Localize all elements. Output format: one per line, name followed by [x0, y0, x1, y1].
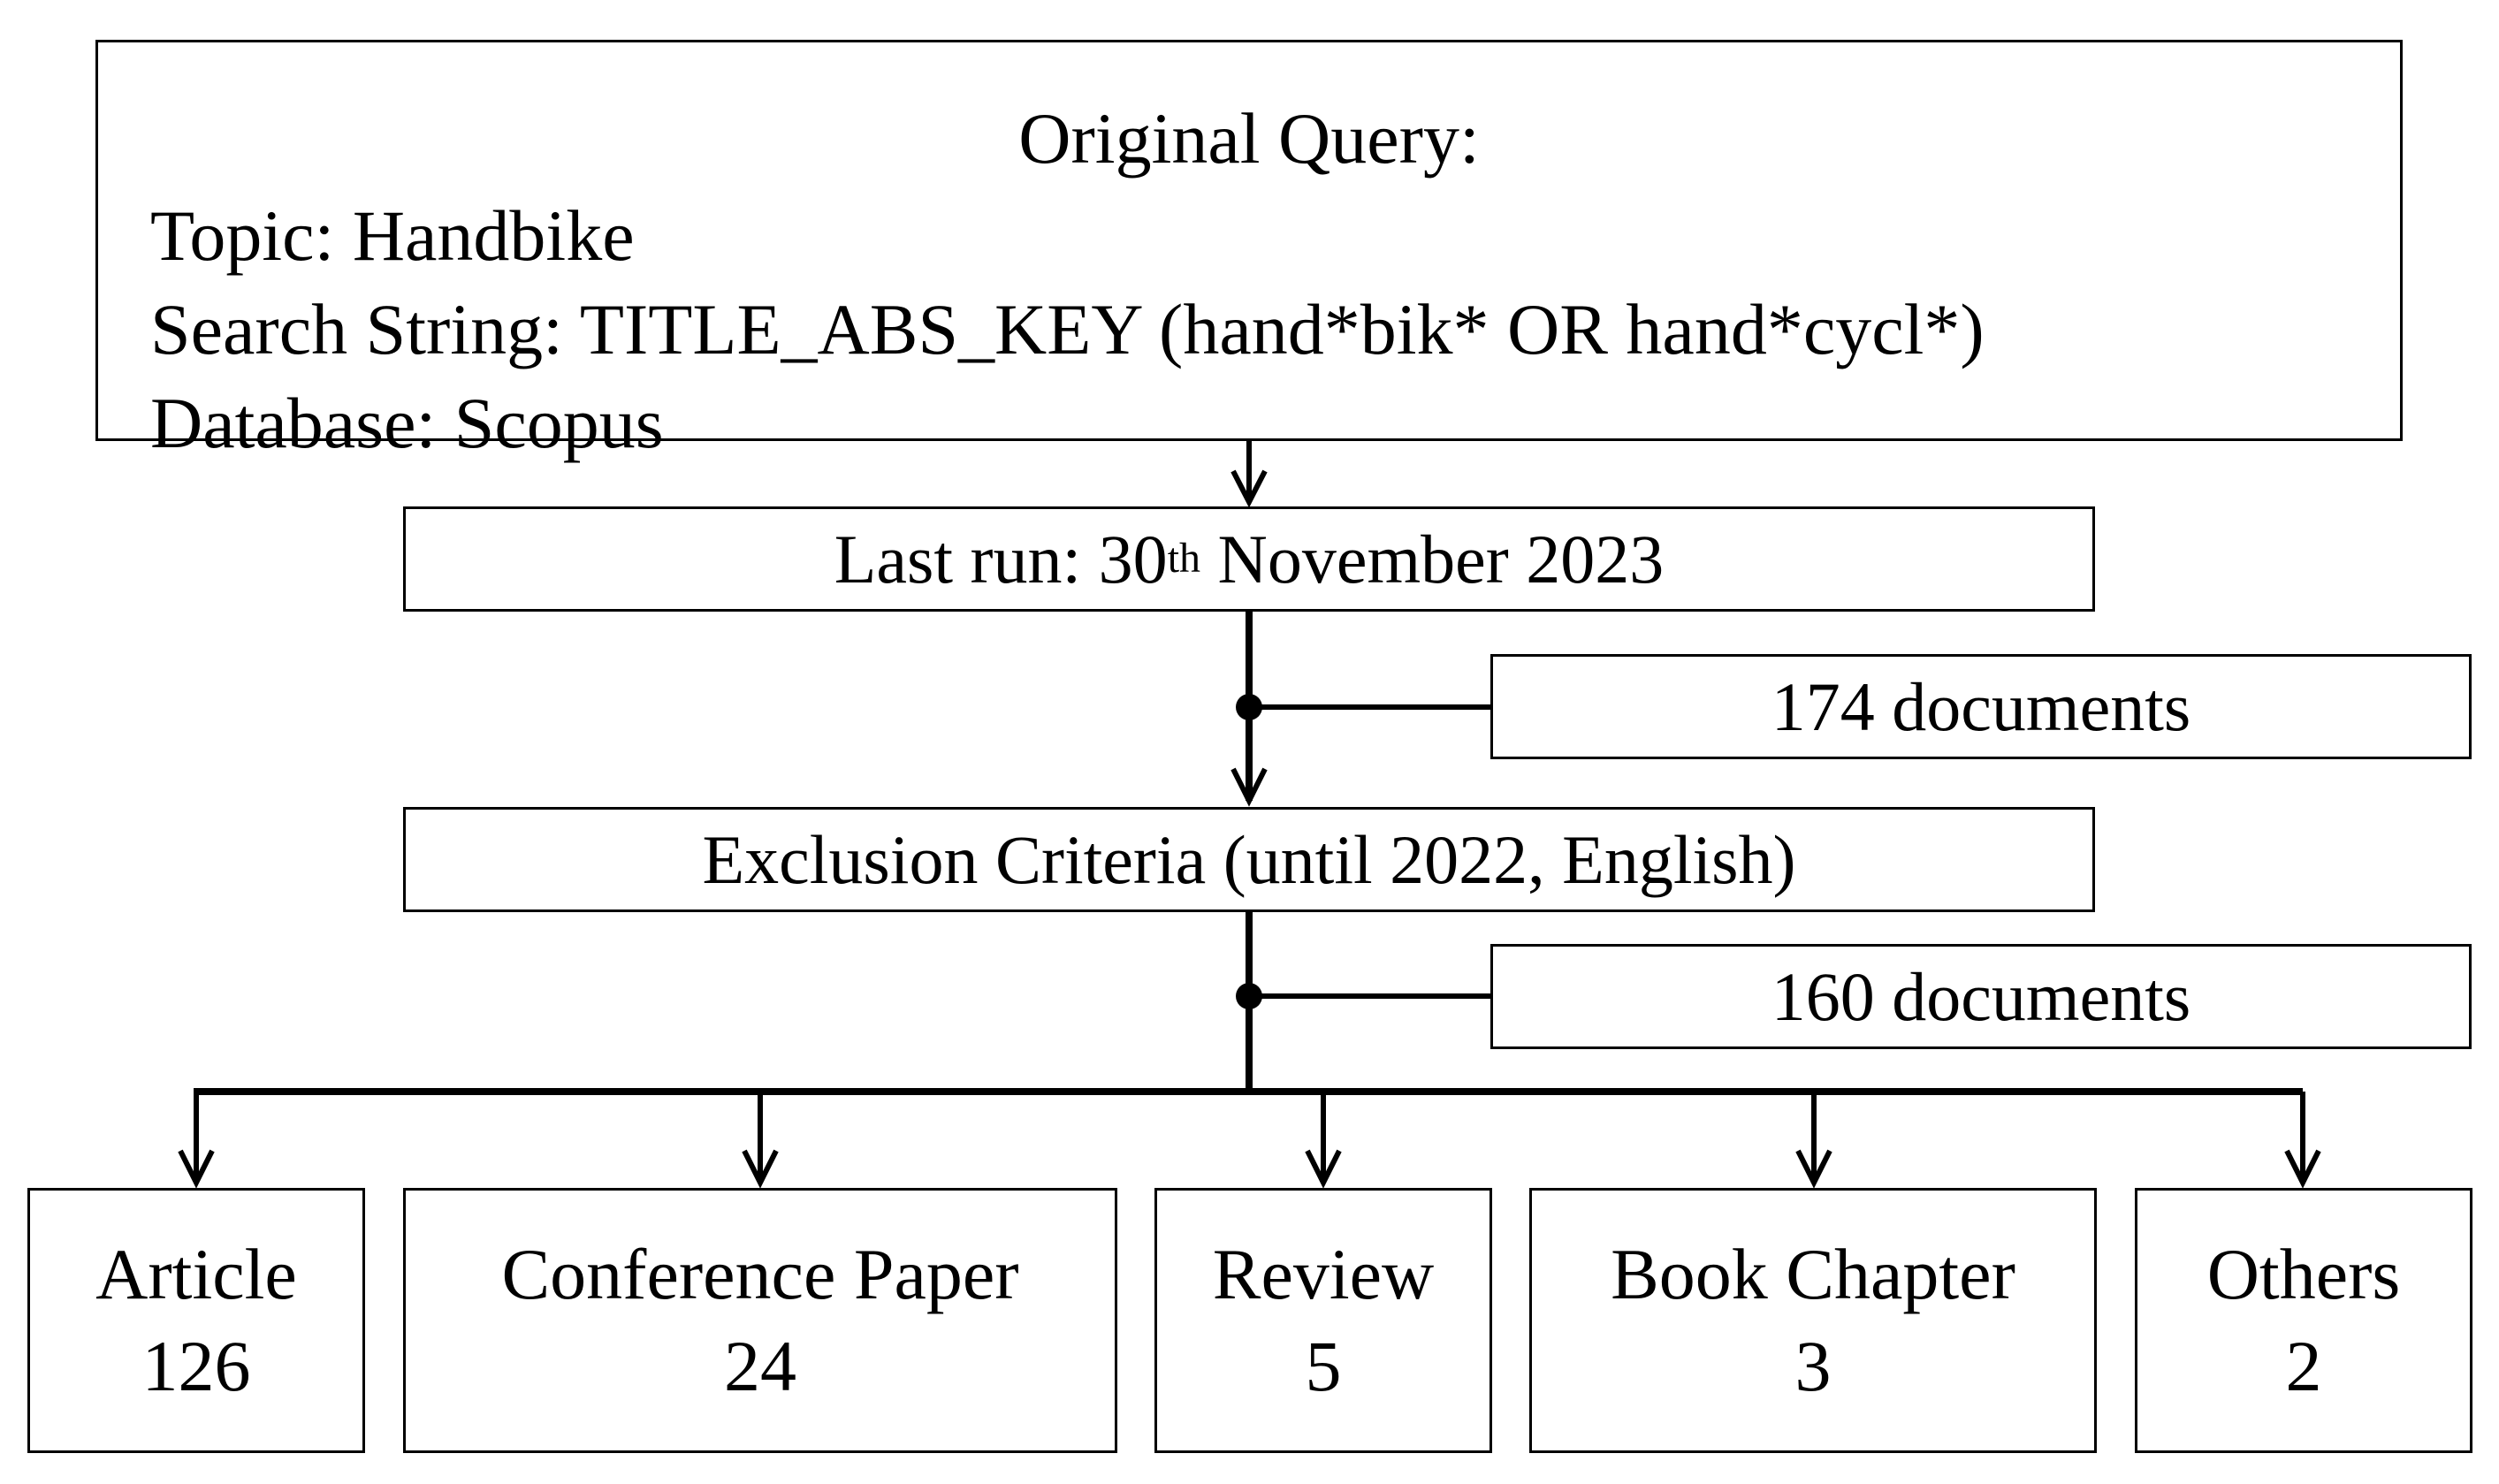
last-run-prefix: Last run: 30	[834, 520, 1168, 597]
arrow-head-review	[1305, 1149, 1342, 1189]
category-others-box: Others 2	[2135, 1188, 2472, 1453]
count-after-search-box: 174 documents	[1490, 654, 2472, 759]
category-label: Book Chapter	[1611, 1234, 2015, 1314]
query-database: Database: Scopus	[150, 383, 664, 463]
category-count: 2	[2285, 1326, 2322, 1406]
query-title: Original Query:	[1018, 98, 1480, 179]
category-book-chapter-box: Book Chapter 3	[1529, 1188, 2097, 1453]
category-conference-paper-box: Conference Paper 24	[403, 1188, 1117, 1453]
arrow-head-article	[178, 1149, 215, 1189]
count-after-exclusion-box: 160 documents	[1490, 944, 2472, 1049]
last-run-suffix: November 2023	[1200, 520, 1665, 597]
arrow-head-exclusion	[1230, 767, 1268, 807]
arrow-head-lastrun	[1230, 469, 1268, 508]
original-query-box: Original Query: Topic: Handbike Search S…	[95, 40, 2403, 460]
junction-dot-1	[1236, 694, 1262, 720]
query-search-string: Search String: TITLE_ABS_KEY (hand*bik* …	[150, 289, 1985, 369]
category-label: Review	[1212, 1234, 1435, 1314]
category-count: 5	[1305, 1326, 1342, 1406]
exclusion-criteria-box: Exclusion Criteria (until 2022, English)	[403, 807, 2095, 912]
category-label: Conference Paper	[501, 1234, 1019, 1314]
last-run-label: Last run: 30th November 2023	[834, 524, 1665, 594]
category-review-box: Review 5	[1154, 1188, 1492, 1453]
category-count: 126	[141, 1326, 251, 1406]
junction-dot-2	[1236, 983, 1262, 1009]
count-after-search: 174 documents	[1771, 667, 2191, 745]
last-run-ordinal: th	[1167, 534, 1201, 582]
category-label: Others	[2206, 1234, 2401, 1314]
category-count: 3	[1794, 1326, 1832, 1406]
last-run-box: Last run: 30th November 2023	[403, 506, 2095, 612]
arrow-head-conference	[742, 1149, 779, 1189]
query-topic: Topic: Handbike	[150, 195, 635, 276]
arrow-head-book	[1795, 1149, 1832, 1189]
category-label: Article	[95, 1234, 297, 1314]
count-after-exclusion: 160 documents	[1771, 957, 2191, 1035]
exclusion-criteria-label: Exclusion Criteria (until 2022, English)	[702, 820, 1796, 898]
category-article-box: Article 126	[27, 1188, 365, 1453]
category-count: 24	[724, 1326, 796, 1406]
arrow-head-others	[2284, 1149, 2321, 1189]
